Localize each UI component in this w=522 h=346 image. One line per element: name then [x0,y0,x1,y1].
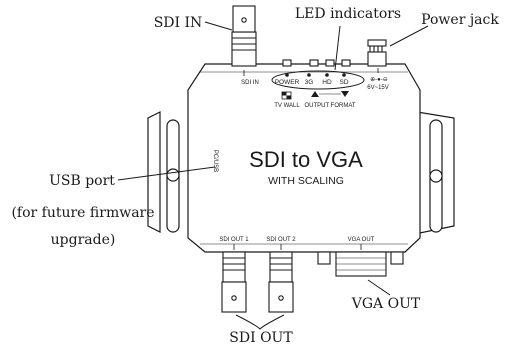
main-housing [187,63,421,253]
callout-line-power-jack [389,25,429,47]
top-connectors [231,5,387,67]
label-sd: SD [339,79,348,86]
callout-sdi-in: SDI IN [154,15,203,31]
format-button-1 [309,59,319,67]
tv-wall-switch [282,59,292,67]
callout-line-usb [117,166,216,181]
led-3g-icon [307,73,311,77]
label-sdi-out-1: SDI OUT 1 [219,237,249,243]
format-button-2 [325,59,335,67]
format-button-3 [341,59,351,67]
vga-screw-left [317,251,331,265]
label-3g: 3G [305,79,314,86]
led-group-outline [271,70,365,90]
callout-vga-out: VGA OUT [351,296,421,312]
callout-line-led [334,25,341,71]
callout-usb-port: USB port [49,173,115,189]
label-output-format: OUTPUT FORMAT [304,103,355,109]
label-vga-out-port: VGA OUT [348,237,375,243]
callout-line-sdi-in [204,21,233,31]
led-hd-icon [325,73,329,77]
sdi-in-bnc-pin-icon [241,17,247,23]
power-led-icon [285,73,289,77]
led-sd-icon [342,73,346,77]
right-mount-hole [429,169,443,183]
callout-usb-note-line1: (for future firmware [11,205,154,221]
callout-lines [117,21,429,330]
label-hd: HD [322,79,332,86]
vga-screw-right [390,251,404,265]
callout-usb-note-line2: upgrade) [51,232,116,248]
format-up-arrow-icon [311,91,319,97]
housing-edge [200,71,408,245]
sdi-out-1-pin-icon [231,295,237,301]
callout-power-jack: Power jack [421,12,499,28]
left-mount-hole [166,168,180,182]
led-indicator-cluster: POWER 3G HD SD [271,70,365,90]
callout-line-vga-out [367,279,391,296]
power-jack-threads [369,44,383,52]
power-polarity-icon: ⊕-●-⊖ [370,77,388,83]
label-sdi-out-2: SDI OUT 2 [266,237,296,243]
label-tv-wall: TV WALL [274,103,300,109]
device-subtitle: WITH SCALING [268,175,344,187]
left-flange [147,111,161,233]
bottom-connectors [221,251,404,313]
device-title: SDI to VGA [249,147,363,172]
label-voltage: 6V~15V [367,85,389,91]
callout-line-sdi-out [235,314,285,330]
sdi-out-2-pin-icon [278,295,284,301]
power-jack-plug [367,39,387,47]
format-down-arrow-icon [341,91,349,97]
label-sdi-in-port: SDI IN [241,80,259,86]
label-power: POWER [275,79,300,86]
sdi-in-bnc-body [231,31,257,67]
device-body [147,63,455,253]
callout-sdi-out: SDI OUT [229,330,293,346]
power-jack-body [367,51,387,67]
sdi-out-2-bnc-body [269,251,293,283]
callout-led-indicators: LED indicators [295,6,401,22]
sdi-out-1-bnc-body [222,251,246,283]
label-pc-usb: PC/USB [212,150,218,172]
